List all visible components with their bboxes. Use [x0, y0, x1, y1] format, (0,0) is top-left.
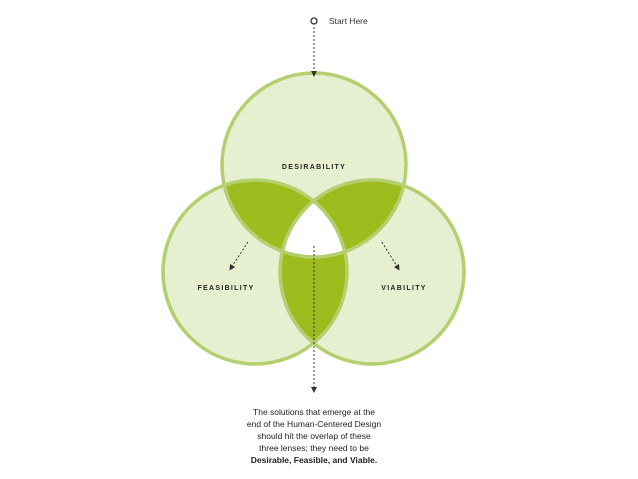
caption: The solutions that emerge at the end of … [214, 406, 414, 466]
label-viability: VIABILITY [381, 285, 427, 292]
arrow-to-viability [381, 241, 400, 271]
arrow-to-feasibility [229, 241, 249, 271]
feasibility-outline [161, 178, 349, 366]
caption-line-1: The solutions that emerge at the [253, 407, 375, 417]
viability-outline [278, 178, 466, 366]
caption-line-3: should hit the overlap of these [257, 431, 371, 441]
caption-line-2: end of the Human-Centered Design [246, 419, 382, 429]
start-marker-icon [310, 17, 318, 25]
caption-line-4: three lenses; they need to be [259, 443, 369, 453]
label-feasibility: FEASIBILITY [197, 285, 254, 292]
start-label: Start Here [329, 16, 368, 26]
center-overlap [280, 180, 347, 257]
label-desirability: DESIRABILITY [282, 164, 346, 171]
caption-emphasis: Desirable, Feasible, and Viable. [250, 455, 378, 465]
